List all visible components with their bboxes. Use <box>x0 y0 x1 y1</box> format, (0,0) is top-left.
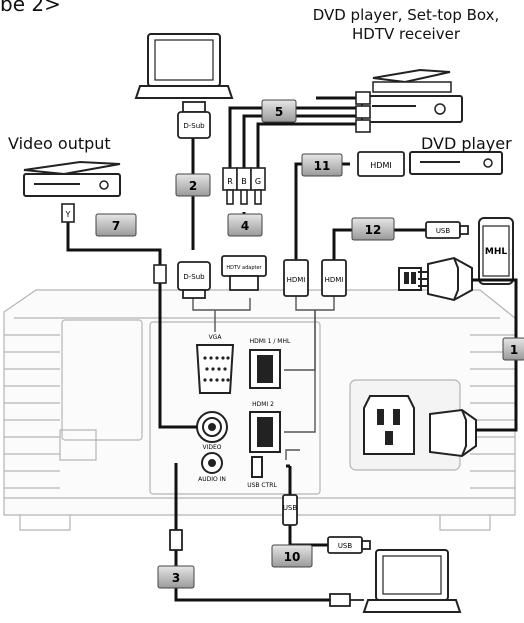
wall-socket-icon <box>398 267 422 291</box>
vga-port-label: VGA <box>209 334 223 341</box>
badge-4: 4 <box>227 213 263 237</box>
rca-g-label: G <box>255 177 261 186</box>
dsub-bottom-connector <box>177 261 211 299</box>
dvd-stb-device-icon <box>361 68 463 123</box>
rca-b-label: B <box>241 177 247 186</box>
hdmi-right-connector <box>321 259 347 297</box>
badge-7: 7 <box>95 213 137 237</box>
usb-ctrl-port <box>251 456 263 478</box>
dvd-stb-caption: DVD player, Set-top Box, HDTV receiver <box>296 6 516 44</box>
laptop-bottom-icon <box>362 549 462 613</box>
usb-laptop-connector <box>327 536 371 554</box>
badge-11-number: 11 <box>314 159 331 173</box>
power-inlet <box>363 395 415 455</box>
audio-jack-plugs <box>169 529 364 607</box>
dvd-player-device-icon <box>409 151 503 175</box>
vga-port <box>195 344 235 394</box>
hdmi-cable-end-label: HDMI <box>370 161 391 170</box>
badge-10-number: 10 <box>284 550 301 564</box>
rca-video-plug <box>61 203 167 284</box>
badge-7-number: 7 <box>112 219 120 233</box>
dvd-player-caption: DVD player <box>421 134 512 153</box>
projector-body <box>3 289 516 531</box>
hdmi1-port-label: HDMI 1 / MHL <box>250 338 291 345</box>
hdtv-adapter-connector <box>221 255 267 291</box>
usb-mhl-label: USB <box>436 227 451 235</box>
hdmi-right-label: HDMI <box>325 276 344 284</box>
badge-12: 12 <box>351 217 395 241</box>
dsub-top-label: D-Sub <box>183 122 205 130</box>
usb-mhl-connector <box>425 221 469 239</box>
power-plug-icon <box>418 256 473 302</box>
audio-in-port <box>201 452 223 474</box>
hdmi-left-connector <box>283 259 309 297</box>
usb-ctrl-port-label: USB CTRL <box>247 482 277 489</box>
badge-10: 10 <box>271 544 313 568</box>
bracket-lines <box>192 296 335 460</box>
badge-5-number: 5 <box>275 105 283 119</box>
page-title-fragment: be 2> <box>0 0 61 16</box>
dsub-bottom-label: D-Sub <box>183 273 205 281</box>
rca-component-plugs <box>222 91 371 205</box>
badge-5: 5 <box>261 99 297 123</box>
video-port <box>196 411 228 443</box>
badge-4-number: 4 <box>241 219 249 233</box>
badge-2-number: 2 <box>189 179 197 193</box>
usb-vertical-label: USB <box>283 504 298 512</box>
badge-3-number: 3 <box>172 571 180 585</box>
video-output-caption: Video output <box>8 134 111 153</box>
mhl-phone-label: MHL <box>485 247 507 257</box>
dvd-stb-caption-line1: DVD player, Set-top Box, <box>312 6 500 24</box>
hdmi2-port-label: HDMI 2 <box>252 401 274 408</box>
laptop-top-icon <box>134 33 234 99</box>
hdmi-left-label: HDMI <box>287 276 306 284</box>
video-output-device-icon <box>23 160 121 197</box>
dsub-top-connector <box>177 101 211 139</box>
badge-12-number: 12 <box>365 223 382 237</box>
rca-y-label: Y <box>65 210 71 219</box>
iec-plug-icon <box>429 408 477 458</box>
hdmi2-port <box>249 411 281 453</box>
badge-3: 3 <box>157 565 195 589</box>
hdmi1-port <box>249 349 281 389</box>
badge-11: 11 <box>301 153 343 177</box>
usb-vertical-connector <box>282 494 298 526</box>
dvd-stb-caption-line2: HDTV receiver <box>351 25 460 43</box>
hdmi-cable-end-connector <box>357 151 405 177</box>
audio-in-port-label: AUDIO IN <box>198 476 226 483</box>
rca-r-label: R <box>227 177 233 186</box>
mhl-phone-icon <box>478 217 514 285</box>
video-port-label: VIDEO <box>202 444 221 451</box>
hdtv-adapter-label: HDTV adapter <box>226 265 262 271</box>
badge-2: 2 <box>175 173 211 197</box>
badge-1-number: 1 <box>510 343 518 357</box>
usb-laptop-label: USB <box>338 542 353 550</box>
badge-1: 1 <box>502 337 524 361</box>
